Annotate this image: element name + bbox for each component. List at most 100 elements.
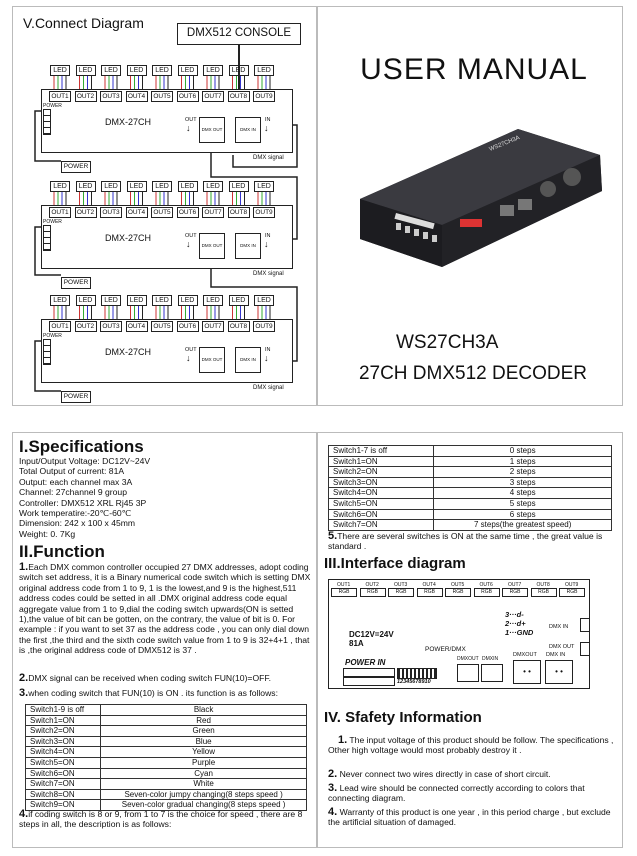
power-label-box: POWER <box>61 391 91 403</box>
function-item-5: 5.There are several switches is ON at th… <box>328 530 603 552</box>
function-item-3: 3.when coding switch that FUN(10) is ON … <box>19 687 278 699</box>
product-subtitle: 27CH DMX512 DECODER <box>358 363 588 384</box>
out-terminal: OUT2 <box>74 321 97 332</box>
led-box: LED <box>152 181 172 192</box>
safety-item-3: 3. Lead wire should be connected correct… <box>328 782 585 804</box>
out-small-label: OUT <box>185 233 197 239</box>
spec-line: Controller: DMX512 XRL Rj45 3P <box>19 497 147 508</box>
led-box: LED <box>177 65 198 76</box>
user-manual-heading: USER MANUAL <box>360 53 588 86</box>
dmx-in-port: DMX IN <box>235 233 261 259</box>
value-cell: Red <box>100 714 307 727</box>
in-small-label: IN <box>265 233 271 239</box>
power-terminal <box>43 225 51 251</box>
led-box: LED <box>50 295 70 306</box>
led-box: LED <box>75 181 96 192</box>
out-terminal: OUT9 <box>253 91 275 102</box>
power-small-label: POWER <box>43 333 62 339</box>
out-terminal: OUT8 <box>227 321 250 332</box>
led-box: LED <box>203 65 223 76</box>
switch-cell: Switch1=ON <box>327 455 435 468</box>
led-box: LED <box>75 65 96 76</box>
value-cell: Black <box>100 704 307 716</box>
rj45-out-port <box>457 664 479 682</box>
function-item-4: 4.if coding switch is 8 or 9, from 1 to … <box>19 808 303 830</box>
user-manual-panel: USER MANUAL WS27CH3A WS27CH3A 27CH DMX51… <box>317 6 623 406</box>
switch-cell: Switch8=ON <box>24 788 102 801</box>
value-cell: Seven-color jumpy changing(8 steps speed… <box>100 788 307 801</box>
switch-cell: Switch9=ON <box>24 799 102 811</box>
out-terminal: OUT9 <box>253 207 275 218</box>
spec-line: Channel: 27channel 9 group <box>19 487 127 498</box>
led-box: LED <box>228 181 249 192</box>
led-box: LED <box>126 65 147 76</box>
out-terminal: OUT7 <box>202 207 224 218</box>
power-terminal-top <box>343 668 395 677</box>
led-box: LED <box>177 181 198 192</box>
interface-out-label: OUT2 <box>365 582 379 588</box>
dmx512-console-box: DMX512 CONSOLE <box>177 23 301 45</box>
dmx-out-port: DMX OUT <box>199 233 225 259</box>
out-terminal: OUT4 <box>125 207 148 218</box>
led-box: LED <box>75 295 96 306</box>
switch-cell: Switch2=ON <box>24 725 102 737</box>
dmx-pin-legend: 3···d-2···d+1···GND <box>505 610 534 637</box>
function-item-2: 2.DMX signal can be received when coding… <box>19 672 272 684</box>
led-box: LED <box>50 65 70 76</box>
xlr-in-port: • • <box>545 660 573 684</box>
led-box: LED <box>254 295 274 306</box>
interface-rgb-terminal: RGB <box>416 588 443 597</box>
switch-cell: Switch7=ON <box>327 519 435 531</box>
safety-item-4: 4. Warranty of this product is one year … <box>328 806 611 828</box>
value-cell: Purple <box>100 756 307 769</box>
value-cell: 2 steps <box>433 466 612 478</box>
interface-rgb-terminal: RGB <box>502 588 528 597</box>
dmx-out-port: DMX OUT <box>199 117 225 143</box>
function-title: II.Function <box>19 542 105 561</box>
value-cell: 5 steps <box>433 497 612 510</box>
dmx-signal-label: DMX signal <box>253 385 284 391</box>
safety-item-1: 1. The input voltage of this product sho… <box>328 734 614 756</box>
out-terminal: OUT9 <box>253 321 275 332</box>
rj45-in-port <box>481 664 503 682</box>
dmx-signal-label: DMX signal <box>253 155 284 161</box>
out-terminal: OUT3 <box>100 207 122 218</box>
value-cell: Green <box>100 725 307 737</box>
in-arrow-icon: ↓ <box>264 353 269 363</box>
interface-out-label: OUT6 <box>479 582 493 588</box>
specifications-title: I.Specifications <box>19 437 144 456</box>
dmx-in-port: DMX IN <box>235 117 261 143</box>
safety-title: IV. Sfafety Information <box>324 709 482 726</box>
out-terminal: OUT2 <box>74 207 97 218</box>
out-terminal: OUT5 <box>151 321 173 332</box>
led-box: LED <box>254 65 274 76</box>
power-small-label: POWER <box>43 103 62 109</box>
led-box: LED <box>203 181 223 192</box>
out-terminal: OUT4 <box>125 91 148 102</box>
power-dmx-label: POWER/DMX <box>425 646 466 653</box>
power-label-box: POWER <box>61 161 91 173</box>
led-box: LED <box>152 295 172 306</box>
dmx-out-port: DMX OUT <box>199 347 225 373</box>
connect-diagram-title: V.Connect Diagram <box>23 15 144 31</box>
value-cell: Seven-color gradual changing(8 steps spe… <box>100 799 307 811</box>
switch-cell: Switch1=ON <box>24 714 102 727</box>
led-box: LED <box>126 181 147 192</box>
switch-cell: Switch6=ON <box>327 508 435 521</box>
interface-out-label: OUT9 <box>565 582 579 588</box>
value-cell: 7 steps(the greatest speed) <box>433 519 612 531</box>
